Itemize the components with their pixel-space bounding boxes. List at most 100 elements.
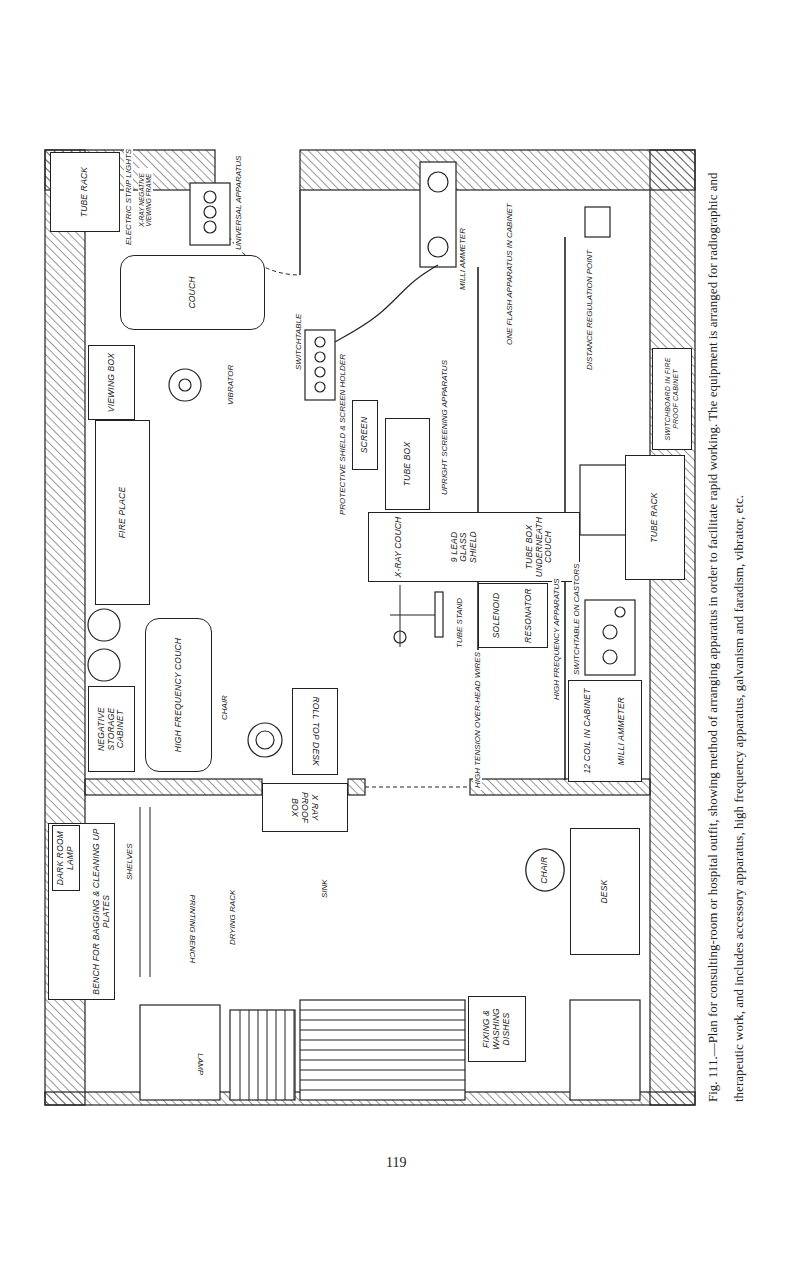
part-label: LAMP — [196, 1051, 205, 1077]
round-fixture — [428, 237, 448, 257]
apparatus-box — [580, 465, 628, 535]
node-text: X RAY PROOF BOX — [290, 787, 319, 828]
tube-box: TUBE BOX — [385, 418, 430, 510]
round-fixture — [315, 382, 325, 392]
doorway — [365, 787, 470, 788]
fixture-line — [258, 1010, 259, 1100]
round-fixture — [204, 191, 216, 203]
apparatus-box — [585, 207, 610, 237]
chair: CHAIR — [525, 848, 565, 892]
apparatus-box — [140, 1005, 220, 1100]
figure-caption: Fig. 111.—Plan for consulting-room or ho… — [700, 147, 752, 1102]
fixture-line — [300, 1070, 465, 1071]
round-fixture — [88, 609, 120, 641]
viewing-box: VIEWING BOX — [88, 345, 135, 420]
fixture-line — [300, 1020, 465, 1021]
node-text: DESK — [600, 880, 610, 904]
fixture-line — [300, 1060, 465, 1061]
node-text: TUBE RACK — [650, 492, 660, 542]
fixture-line — [390, 615, 435, 616]
part-label: CHAIR — [220, 693, 229, 722]
round-fixture — [179, 379, 191, 391]
node-text: BENCH FOR BAGGING & CLEANING UP PLATES — [92, 827, 112, 996]
node-text: SOLENOID — [492, 593, 502, 639]
apparatus-box — [585, 600, 635, 675]
part-label: VIBRATOR — [226, 363, 235, 407]
apparatus-box — [420, 162, 456, 267]
fixture-line — [267, 1010, 268, 1100]
overhead-wire — [564, 237, 566, 780]
part-label: UNIVERSAL APPARATUS — [234, 154, 243, 252]
cable — [335, 265, 438, 342]
round-fixture — [615, 607, 625, 617]
round-fixture — [204, 206, 216, 218]
node-text: SWITCHBOARD IN FIRE PROOF CABINET — [664, 352, 680, 446]
node-text: COUCH — [188, 276, 198, 308]
round-fixture — [169, 369, 201, 401]
fixture-line — [400, 585, 401, 647]
round-fixture — [204, 221, 216, 233]
node-text: SCREEN — [360, 417, 370, 454]
fixture-line — [300, 1010, 465, 1011]
round-fixture — [88, 649, 120, 681]
apparatus-box — [435, 592, 443, 637]
part-label: HIGH TENSION OVER-HEAD WIRES — [473, 650, 482, 790]
node-text: MILLI AMMETER — [617, 697, 627, 765]
round-fixture — [315, 337, 325, 347]
screen: SCREEN — [352, 400, 378, 470]
resonator: SOLENOIDRESONATOR — [478, 583, 548, 648]
fixture-line — [249, 1010, 250, 1100]
node-text: 12 COIL IN CABINET — [583, 688, 593, 773]
node-text: TUBE RACK — [80, 167, 90, 217]
tube-rack: TUBE RACK — [625, 455, 685, 580]
part-label: SWITCHTABLE — [294, 312, 303, 372]
node-text: HIGH FREQUENCY COUCH — [174, 638, 184, 752]
part-label: PROTECTIVE SHIELD & SCREEN HOLDER — [338, 352, 347, 517]
apparatus-box — [300, 1000, 465, 1100]
fixture-line — [300, 1080, 465, 1081]
dishes: FIXING & WASHING DISHES — [468, 996, 526, 1062]
proof-box: X RAY PROOF BOX — [262, 783, 348, 832]
part-label: DISTANCE REGULATION POINT — [585, 248, 594, 372]
node-text: ROLL TOP DESK — [310, 697, 320, 767]
part-label: SINK — [320, 877, 329, 900]
door-leaf — [299, 190, 301, 275]
dark-room-lamp: DARK ROOM LAMP — [52, 825, 80, 891]
round-fixture — [315, 352, 325, 362]
desk: DESK — [570, 828, 640, 955]
fire-place: FIRE PLACE — [95, 420, 150, 605]
part-label: ELECTRIC STRIP LIGHTS — [124, 147, 133, 247]
apparatus-box — [570, 1000, 640, 1100]
node-text: TUBE BOX UNDERNEATH COUCH — [525, 516, 554, 578]
circle-outline — [526, 849, 564, 891]
round-fixture — [256, 731, 274, 749]
fixture-line — [150, 807, 151, 977]
bagging-bench: BENCH FOR BAGGING & CLEANING UP PLATES DA… — [48, 823, 115, 1000]
part-label: SHELVES — [125, 842, 134, 882]
fixture-line — [300, 1030, 465, 1031]
part-label: X-RAY NEGATIVE VIEWING FRAME — [138, 168, 153, 232]
part-label: PRINTING BENCH — [188, 893, 197, 965]
node-text: CHAIR — [540, 856, 550, 883]
wall — [300, 150, 695, 190]
apparatus-box — [230, 1010, 295, 1100]
high-frequency-couch: HIGH FREQUENCY COUCH — [145, 618, 212, 772]
round-fixture — [315, 367, 325, 377]
fixture-line — [285, 1010, 286, 1100]
wall — [650, 150, 695, 1105]
node-text: TUBE BOX — [403, 442, 413, 487]
fixture-line — [294, 1010, 295, 1100]
x-ray-couch: X-RAY COUCH9 LEAD GLASS SHIELDTUBE BOX U… — [368, 512, 580, 582]
wall — [85, 779, 262, 795]
couch: COUCH — [120, 255, 265, 330]
part-label: UPRIGHT SCREENING APPARATUS — [440, 358, 449, 497]
fixture-line — [300, 1040, 465, 1041]
page-number: 119 — [386, 1155, 406, 1171]
coil-cabinet: 12 COIL IN CABINET MILLI AMMETER — [568, 680, 642, 782]
round-fixture — [603, 625, 617, 639]
switchboard-cabinet: SWITCHBOARD IN FIRE PROOF CABINET — [652, 348, 692, 450]
node-text: DARK ROOM LAMP — [56, 829, 76, 887]
node-text: FIRE PLACE — [118, 487, 128, 539]
